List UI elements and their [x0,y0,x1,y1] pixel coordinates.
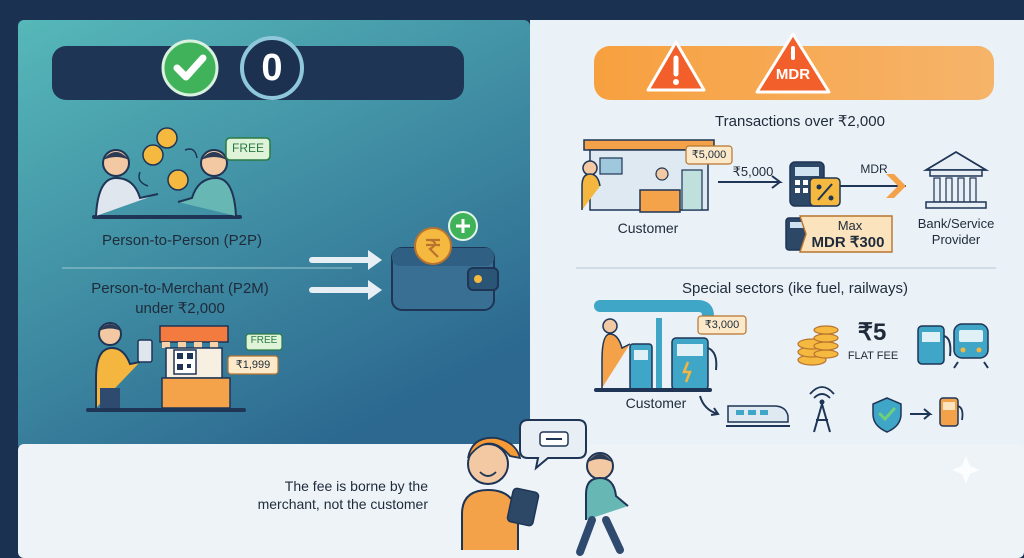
p2p-people-icon [92,127,242,219]
arrow-right-icon [309,250,382,300]
speech-bubble-icon [519,419,587,471]
s2-price-tag: ₹3,000 [704,319,740,331]
s1-price-tag: ₹5,000 [691,149,727,161]
mdr-warning-icon [755,32,831,94]
p2p-free-tag: FREE [231,141,264,155]
bank-label-line2: Provider [931,232,981,247]
train-icon [953,323,989,369]
curved-arrow-icon [699,395,720,416]
s2-price-tag-bg [697,315,747,335]
flat-fee-amount: ₹5 [857,319,887,346]
s1-flow-amount: ₹5,000 [732,164,774,179]
fuel-pump-icon [917,325,952,365]
p2m-price-tag-bg [227,355,279,375]
p2p-free-tag-bg [225,137,271,161]
s1-flow-arrow-icon [718,175,783,189]
bottom-note-line2: merchant, not the customer [257,496,428,512]
sparkle-icon [952,456,980,484]
p2m-free-tag: FREE [250,335,278,346]
s1-customer-label: Customer [617,220,679,236]
bottom-note-line1: The fee is borne by the [284,478,428,494]
s1-price-tag-bg [685,145,733,165]
bank-icon [922,150,990,209]
section2-title: Special sectors (ike fuel, railways) [682,280,908,297]
s1-mdr-label: MDR [860,162,888,176]
flat-fee-label: FLAT FEE [847,350,899,362]
customer-walking-icon [576,452,629,556]
p2m-price-tag: ₹1,999 [235,359,271,371]
max-mdr-badge [785,215,893,253]
mdr-chevron-icon [886,174,906,198]
warning-icon [646,40,706,92]
p2m-label-line2: under ₹2,000 [135,300,225,317]
check-icon [161,39,219,97]
signal-tower-icon [809,386,835,433]
fuel-station-icon [594,300,718,392]
s2-customer-label: Customer [625,395,687,411]
max-mdr-line2: MDR ₹300 [811,234,885,251]
mdr-header-badge-text: MDR [775,66,811,83]
section1-title: Transactions over ₹2,000 [715,113,885,130]
max-mdr-line1: Max [837,218,863,233]
p2m-free-tag-bg [245,333,283,351]
small-fuel-pump-icon [939,397,964,427]
p2p-label: Person-to-Person (P2P) [101,232,263,249]
bank-label-line1: Bank/Service [917,216,995,231]
shield-check-icon [872,397,902,433]
bullet-train-icon [726,405,790,427]
coins-icon [797,325,839,366]
calculator-icon [789,161,841,207]
zero-badge-text: 0 [261,47,283,89]
merchant-character-icon [461,436,540,550]
p2m-label-line1: Person-to-Merchant (P2M) [91,280,269,297]
zero-badge-circle [240,36,304,100]
shop-qr-icon [86,322,246,412]
small-arrow-icon [910,408,933,420]
wallet-icon [391,211,499,311]
